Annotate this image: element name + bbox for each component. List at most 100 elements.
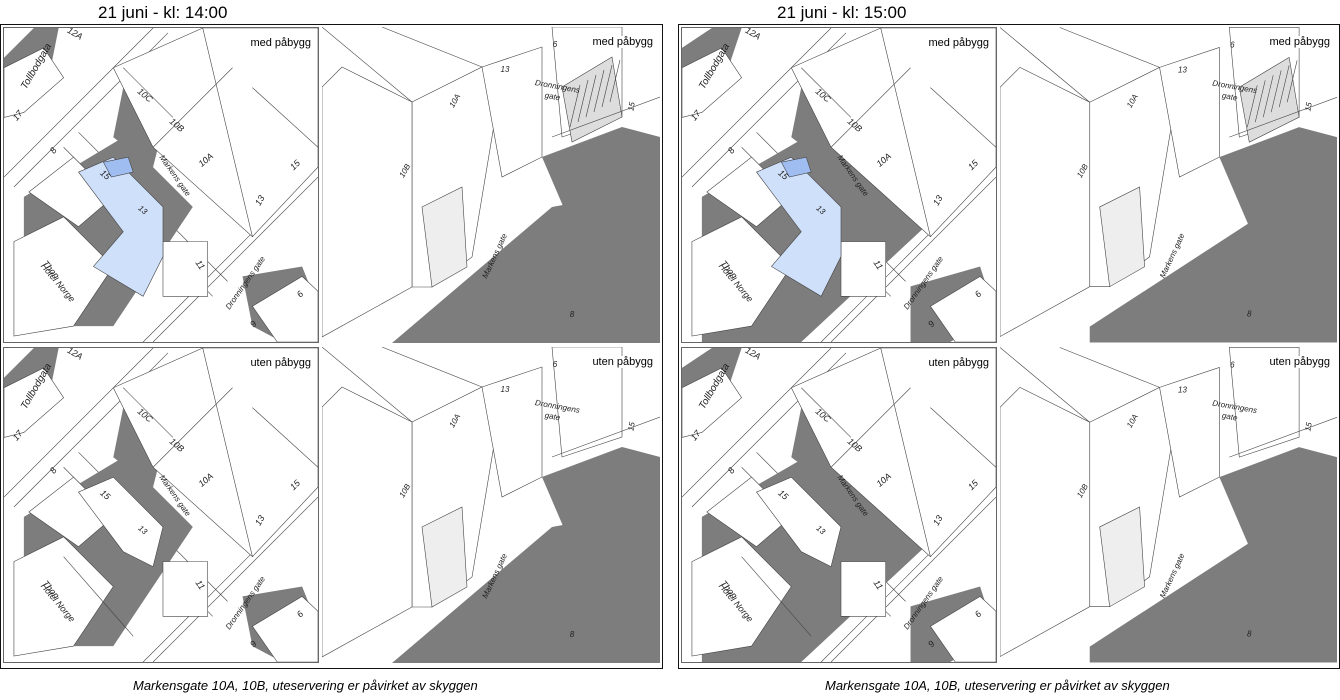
- building-block: [13, 216, 114, 337]
- roof-ridge: [801, 67, 852, 118]
- extension-volume: [1099, 506, 1145, 608]
- address-label: 8: [48, 146, 59, 156]
- address-label: 6: [973, 289, 984, 300]
- street-edge: [152, 176, 318, 342]
- roof-ridge: [830, 67, 911, 148]
- address-label: 6: [1230, 40, 1235, 49]
- address-label: 8: [1247, 310, 1252, 319]
- terrace-slat: [609, 59, 621, 103]
- address-label: 6: [295, 609, 306, 620]
- street-edge: [1229, 416, 1337, 458]
- address-label: 13: [253, 194, 267, 208]
- address-label: 8: [726, 466, 737, 476]
- address-label: 12A: [744, 28, 763, 42]
- address-label: 6: [553, 360, 558, 369]
- street-shadow: [392, 187, 660, 343]
- street-shadow: [1089, 506, 1337, 663]
- address-label: 13: [931, 194, 945, 208]
- building-shadow: [1219, 127, 1337, 227]
- address-label: 13: [1178, 65, 1187, 74]
- address-label: 6: [973, 609, 984, 620]
- shadow-area: [113, 407, 163, 488]
- label-without-extension: uten påbygg: [591, 356, 654, 368]
- roof-ridge: [152, 387, 233, 468]
- roof-ridge: [202, 348, 253, 557]
- roof-ridge: [63, 556, 134, 637]
- extension-volume: [421, 186, 468, 288]
- roof-ridge: [801, 387, 852, 438]
- terrace-slat: [1278, 65, 1290, 108]
- label-with-extension: med påbygg: [927, 37, 990, 49]
- building-6: [1228, 347, 1300, 458]
- roof-line: [322, 27, 413, 103]
- street-edge: [682, 348, 832, 498]
- street-edge: [1229, 96, 1337, 138]
- address-label: 9: [248, 319, 259, 330]
- roof-ridge: [880, 28, 931, 237]
- label-with-extension: med påbygg: [1268, 36, 1331, 48]
- panel-frame-1400: [0, 24, 663, 669]
- address-label: 12A: [744, 348, 763, 362]
- address-label: 15: [776, 168, 790, 182]
- roof-line: [1000, 347, 1090, 423]
- address-label: 15: [1303, 101, 1314, 112]
- roof-ridge: [830, 387, 911, 468]
- street-edge: [152, 496, 318, 662]
- existing-building-13: [756, 476, 842, 568]
- address-label: 6: [553, 40, 558, 49]
- building-block: [691, 536, 792, 657]
- panel-title-1400: 21 juni - kl: 14:00: [98, 3, 228, 22]
- address-label: 12A: [66, 348, 85, 362]
- address-label: 12A: [66, 28, 85, 42]
- address-label: 8: [570, 310, 575, 319]
- building-block: [929, 596, 996, 662]
- address-label: 13: [501, 385, 510, 394]
- address-label: 15: [98, 168, 112, 182]
- extension-volume: [421, 506, 468, 608]
- building-block: [691, 216, 792, 337]
- roof-line: [322, 347, 413, 423]
- address-label: 13: [1178, 385, 1187, 394]
- address-label: 9: [926, 639, 937, 650]
- street-label-dronningens-gate: gate: [544, 411, 561, 423]
- building-13: [481, 366, 543, 498]
- building-block: [840, 561, 887, 617]
- building-shadow: [1219, 447, 1337, 547]
- building-10b: [1000, 386, 1091, 657]
- terrace-structure: [561, 56, 623, 143]
- address-label: 9: [926, 319, 937, 330]
- terrace-slat: [593, 69, 605, 113]
- building-block: [4, 47, 65, 118]
- terrace-slat: [569, 84, 581, 128]
- building-shadow: [542, 127, 660, 227]
- street-shadow: [1089, 186, 1337, 343]
- building-block: [840, 241, 887, 297]
- roof-line: [1059, 27, 1160, 68]
- terrace-slat: [1286, 60, 1298, 103]
- roof-ridge: [152, 67, 233, 148]
- label-without-extension: uten påbygg: [1268, 356, 1331, 368]
- roof-line: [381, 27, 483, 68]
- address-label: 13: [501, 65, 510, 74]
- street-shadow: [392, 507, 660, 663]
- building-block: [251, 276, 318, 342]
- address-label: 6: [1230, 360, 1235, 369]
- address-label: 15: [1303, 421, 1314, 432]
- terrace-slat: [1270, 70, 1282, 113]
- building-block: [682, 47, 743, 118]
- building-10b: [1000, 66, 1091, 337]
- building-13: [1159, 46, 1220, 178]
- terrace-slat: [1246, 85, 1258, 128]
- caption-1400: Markensgate 10A, 10B, uteservering er på…: [133, 678, 478, 693]
- street-edge: [4, 28, 154, 178]
- address-label: 15: [776, 488, 790, 502]
- terrace-slat: [1262, 75, 1274, 118]
- panel-title-1500: 21 juni - kl: 15:00: [777, 3, 907, 22]
- terrace-slat: [601, 64, 613, 108]
- building-13: [1159, 366, 1220, 498]
